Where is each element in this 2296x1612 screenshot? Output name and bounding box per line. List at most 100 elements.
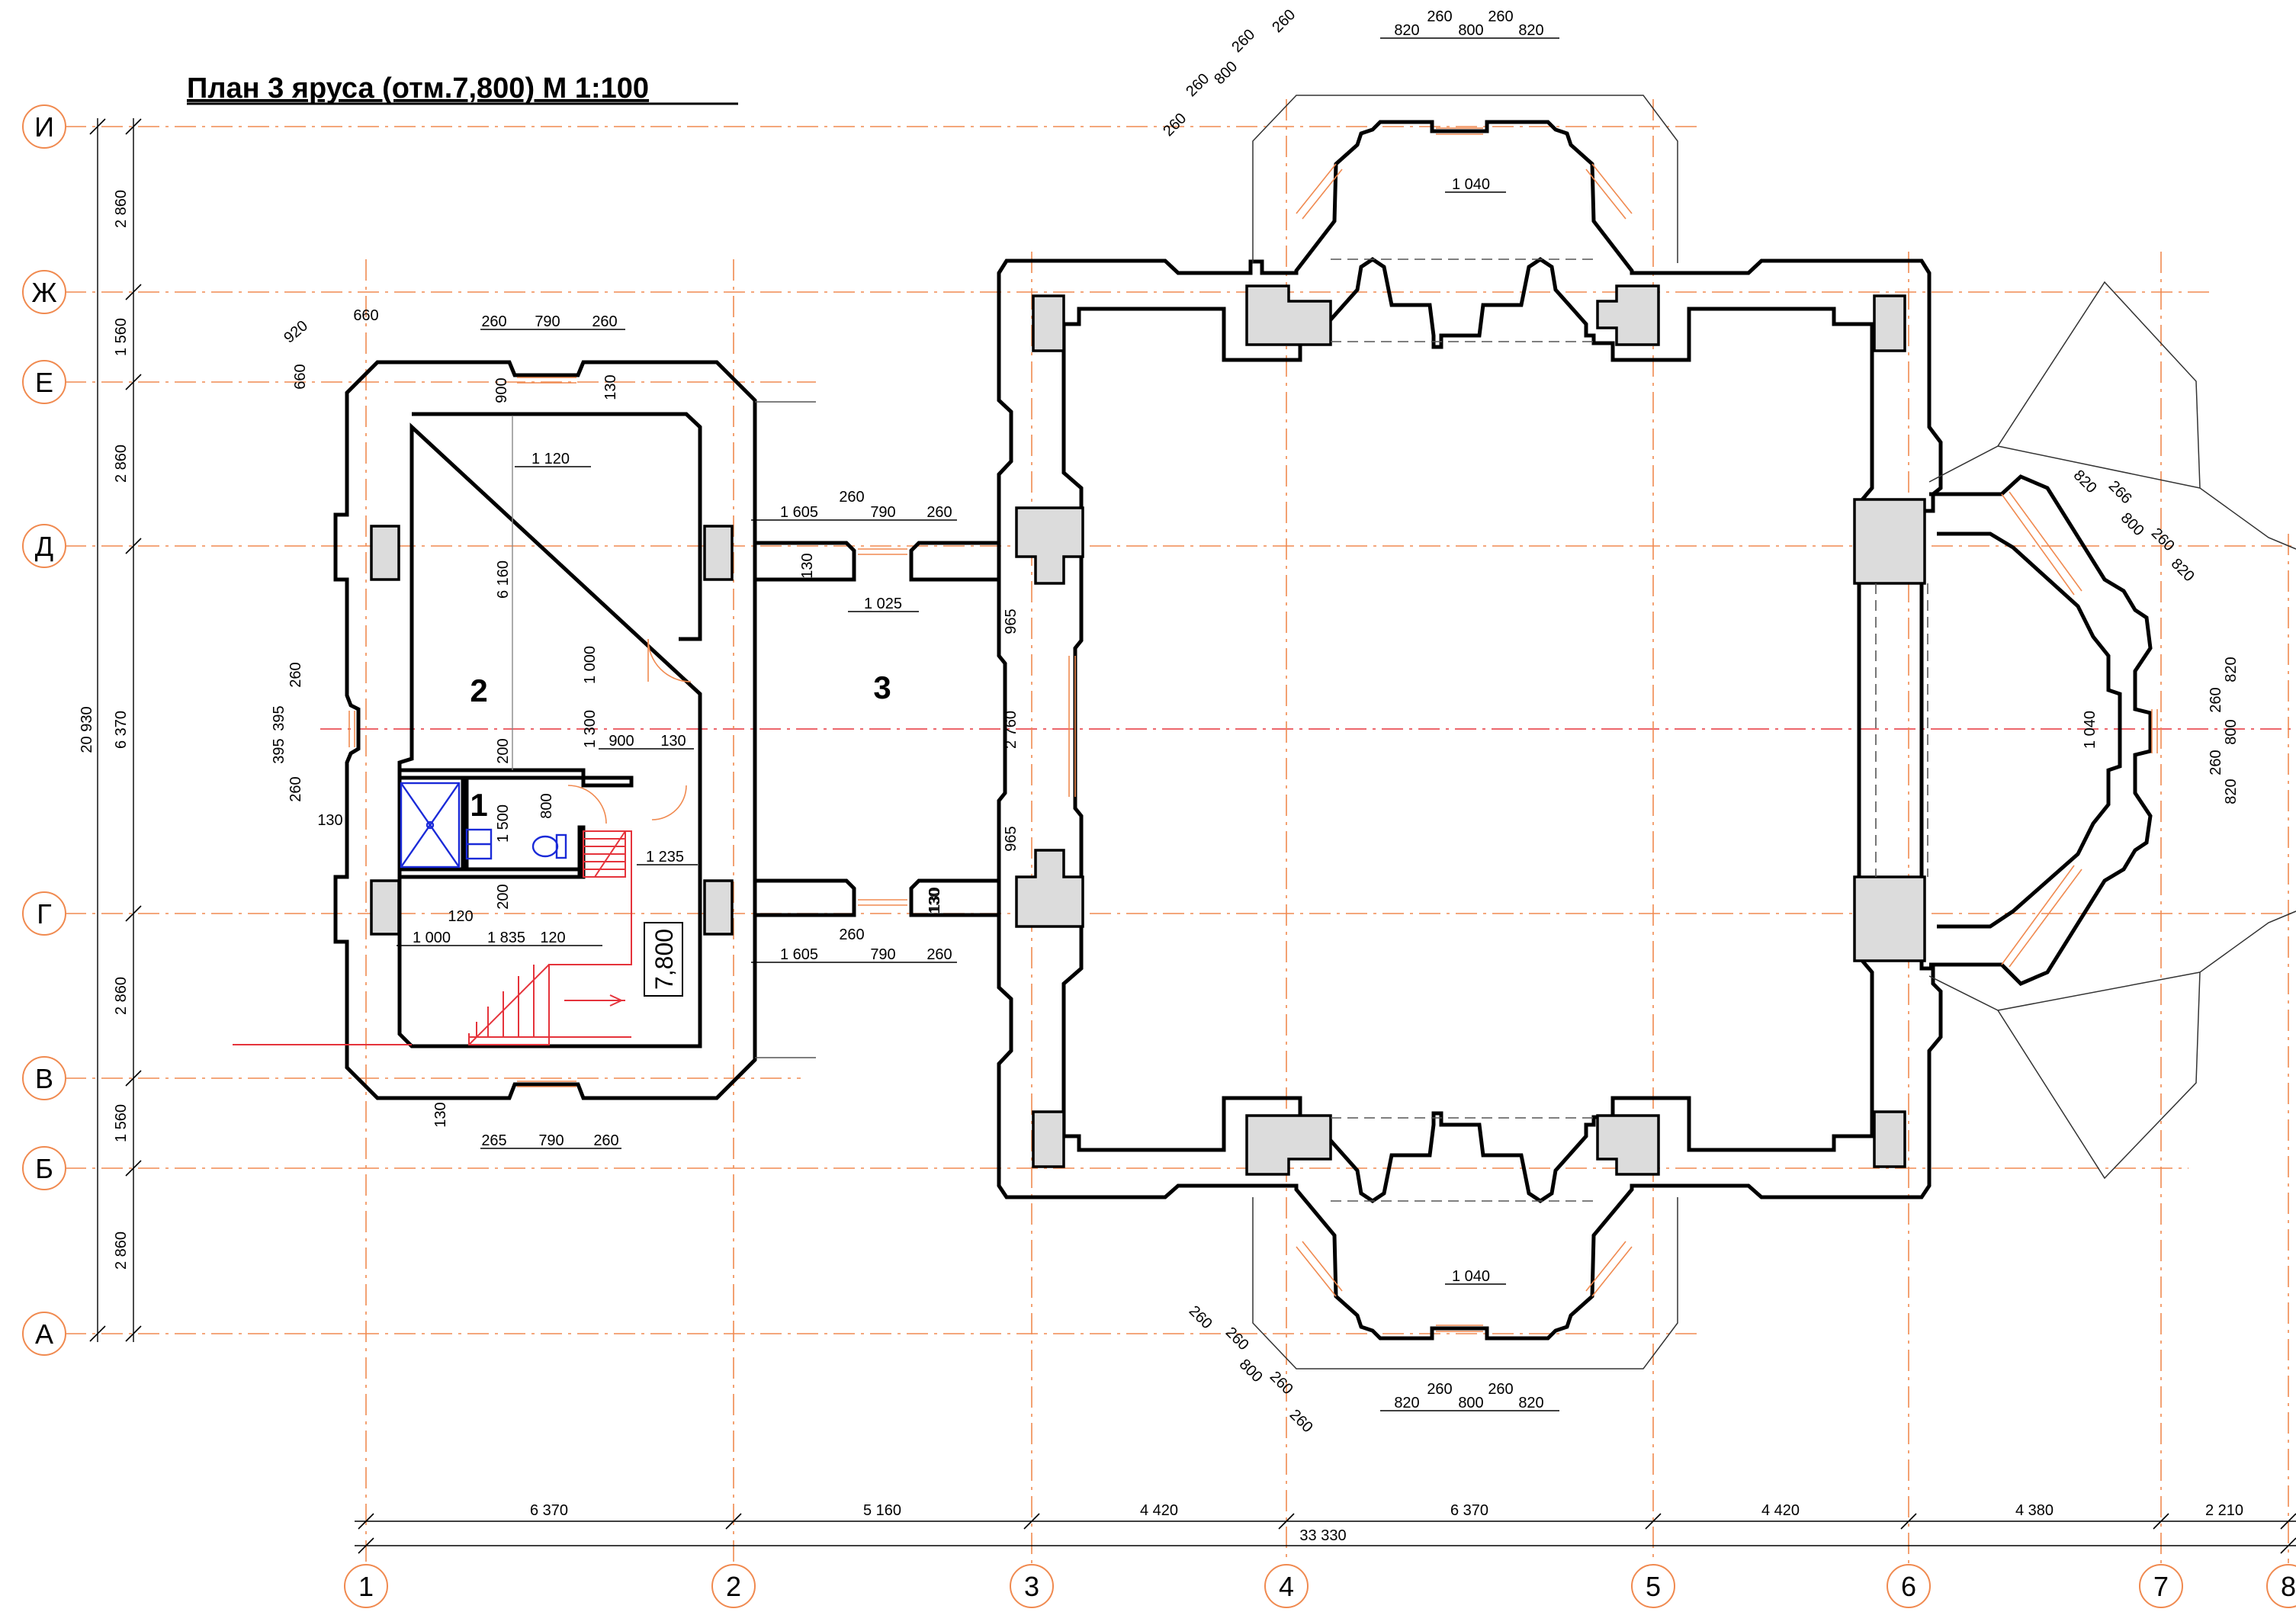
svg-text:965: 965 <box>1003 609 1020 634</box>
svg-text:130: 130 <box>432 1102 449 1127</box>
svg-text:130: 130 <box>926 887 943 912</box>
svg-text:965: 965 <box>1003 826 1020 851</box>
axis-marker-3: 3 <box>1010 1564 1054 1608</box>
svg-text:Д: Д <box>35 531 53 562</box>
svg-text:130: 130 <box>660 733 686 750</box>
svg-text:260: 260 <box>1228 26 1258 56</box>
svg-text:Е: Е <box>35 367 53 398</box>
svg-text:395: 395 <box>271 738 287 763</box>
svg-text:7: 7 <box>2153 1571 2169 1602</box>
svg-text:И: И <box>34 111 54 143</box>
svg-text:790: 790 <box>535 313 560 330</box>
svg-text:1 040: 1 040 <box>1452 176 1490 193</box>
plan-title: План 3 яруса (отм.7,800) М 1:100 <box>187 72 649 104</box>
roof-outlines <box>1252 95 2296 1370</box>
dim-left-4: 2 860 <box>113 977 130 1015</box>
axis-marker-i: И <box>22 104 66 149</box>
svg-text:260: 260 <box>1488 1381 1513 1398</box>
svg-text:260: 260 <box>839 489 864 506</box>
svg-text:900: 900 <box>609 733 634 750</box>
svg-text:6 160: 6 160 <box>495 560 512 599</box>
dim-bottom-overall: 33 330 <box>1299 1527 1346 1544</box>
dim-bottom-6: 2 210 <box>2205 1502 2243 1519</box>
dim-left-3: 6 370 <box>113 711 130 749</box>
dim-left-2: 2 860 <box>113 445 130 483</box>
svg-text:1 605: 1 605 <box>780 946 818 963</box>
west-pillar-2 <box>703 525 734 581</box>
column-axis-lines <box>365 99 2289 1563</box>
apse-pillar-north <box>1853 498 1926 585</box>
svg-text:900: 900 <box>493 377 510 403</box>
dim-bottom-5: 4 380 <box>2015 1502 2054 1519</box>
svg-text:660: 660 <box>292 364 309 389</box>
svg-text:120: 120 <box>540 930 565 946</box>
chapel-pillar-ne <box>1873 294 1906 352</box>
svg-text:260: 260 <box>839 926 864 943</box>
row-axis-markers: И Ж Е Д Г В Б А <box>22 104 66 1356</box>
svg-text:Б: Б <box>35 1153 53 1184</box>
svg-text:260: 260 <box>926 504 952 521</box>
svg-text:260: 260 <box>1267 1368 1296 1398</box>
dim-bottom-2: 4 420 <box>1140 1502 1178 1519</box>
svg-text:2 760: 2 760 <box>1003 711 1020 749</box>
svg-text:1 300: 1 300 <box>582 710 599 748</box>
dim-left-overall: 20 930 <box>79 706 95 753</box>
svg-text:820: 820 <box>2070 467 2100 496</box>
axis-marker-a: А <box>22 1312 66 1356</box>
svg-text:260: 260 <box>1427 8 1452 25</box>
svg-text:800: 800 <box>1236 1356 1266 1386</box>
svg-text:820: 820 <box>1394 22 1419 39</box>
bottom-dimension-chain: 6 370 5 160 4 420 6 370 4 420 4 380 2 21… <box>355 1502 2296 1554</box>
svg-text:3: 3 <box>1024 1571 1039 1602</box>
svg-text:7,800: 7,800 <box>650 929 678 990</box>
svg-text:800: 800 <box>1211 58 1241 88</box>
dim-left-5: 1 560 <box>113 1104 130 1142</box>
svg-text:920: 920 <box>281 317 311 346</box>
svg-text:1 000: 1 000 <box>413 930 451 946</box>
svg-text:790: 790 <box>870 946 895 963</box>
dim-bottom-1: 5 160 <box>863 1502 901 1519</box>
west-pillar-4 <box>703 879 734 936</box>
room-number-1: 1 <box>470 787 487 823</box>
svg-text:4: 4 <box>1279 1571 1294 1602</box>
svg-text:820: 820 <box>1518 1395 1543 1411</box>
svg-text:260: 260 <box>1427 1381 1452 1398</box>
svg-text:790: 790 <box>870 504 895 521</box>
svg-text:820: 820 <box>2223 657 2240 682</box>
svg-text:800: 800 <box>538 793 555 818</box>
svg-text:800: 800 <box>2118 509 2147 539</box>
detail-dimension-ticks <box>397 37 1559 1411</box>
column-axis-markers: 1 2 3 4 5 6 7 8 <box>344 1564 2296 1608</box>
partition-corridor <box>581 775 634 788</box>
svg-text:260: 260 <box>287 776 304 801</box>
svg-text:5: 5 <box>1646 1571 1661 1602</box>
tower-pillar-nw <box>1245 284 1332 346</box>
svg-text:1: 1 <box>358 1571 374 1602</box>
dim-bottom-4: 4 420 <box>1761 1502 1800 1519</box>
svg-text:130: 130 <box>926 888 943 914</box>
svg-text:1 235: 1 235 <box>646 849 684 865</box>
axis-marker-5: 5 <box>1631 1564 1675 1608</box>
apse-pillar-south <box>1853 875 1926 962</box>
west-block-outer-wall <box>333 360 757 1100</box>
svg-text:260: 260 <box>1222 1324 1252 1354</box>
svg-text:6: 6 <box>1901 1571 1916 1602</box>
partition-room1-top <box>397 768 586 780</box>
tower-pillar-sw <box>1245 1114 1332 1176</box>
svg-text:200: 200 <box>495 884 512 909</box>
axis-marker-2: 2 <box>711 1564 756 1608</box>
svg-text:260: 260 <box>926 946 952 963</box>
svg-text:260: 260 <box>1488 8 1513 25</box>
chapel-pillar-nw <box>1032 294 1065 352</box>
chapel-pillar-sw <box>1032 1110 1065 1168</box>
svg-text:260: 260 <box>1183 70 1212 100</box>
svg-text:200: 200 <box>495 738 512 763</box>
bathroom-fixtures <box>400 782 567 869</box>
svg-text:260: 260 <box>287 662 304 687</box>
svg-text:260: 260 <box>1160 110 1190 140</box>
svg-text:790: 790 <box>538 1132 564 1149</box>
svg-text:Г: Г <box>37 898 52 930</box>
svg-text:820: 820 <box>1518 22 1543 39</box>
svg-text:260: 260 <box>2148 525 2178 554</box>
axis-marker-7: 7 <box>2139 1564 2183 1608</box>
